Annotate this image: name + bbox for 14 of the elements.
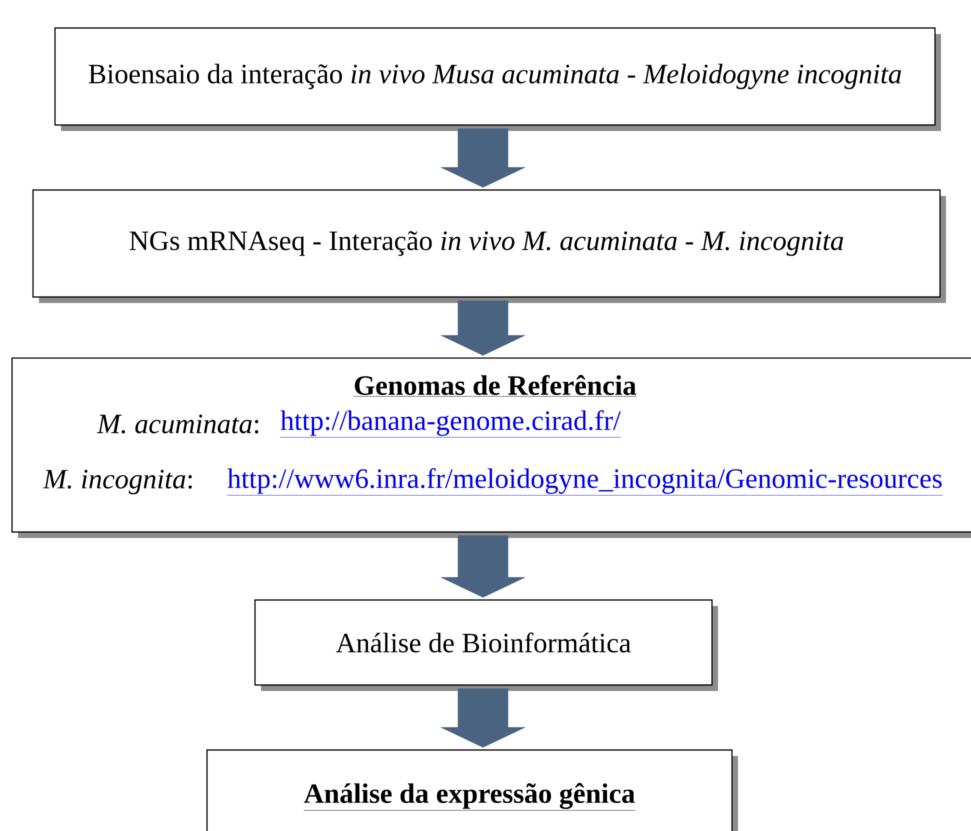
link: http://banana-genome.cirad.fr/: [280, 410, 621, 438]
species-label: M. incognita:: [42, 470, 192, 494]
block-arrow: [440, 535, 526, 598]
heading: Genomas de Referência: [353, 375, 637, 397]
process-box: NGs mRNAseq - Interação in vivo M. acuminata - M. incognita: [32, 189, 946, 303]
link: http://www6.inra.fr/meloidogyne_incognita/Genomic-resources: [227, 468, 943, 496]
process-box: Análise de Bioinformática: [254, 599, 718, 691]
process-box: Análise da expressão gênica: [206, 749, 738, 831]
process-box: [11, 357, 971, 538]
process-box: Bioensaio da interação in vivo Musa acuminata - Meloidogyne incognita: [54, 27, 941, 131]
species-label: M. acuminata:: [96, 414, 258, 434]
block-arrow: [440, 128, 526, 188]
block-arrow: [440, 688, 526, 748]
block-arrow: [440, 300, 526, 356]
